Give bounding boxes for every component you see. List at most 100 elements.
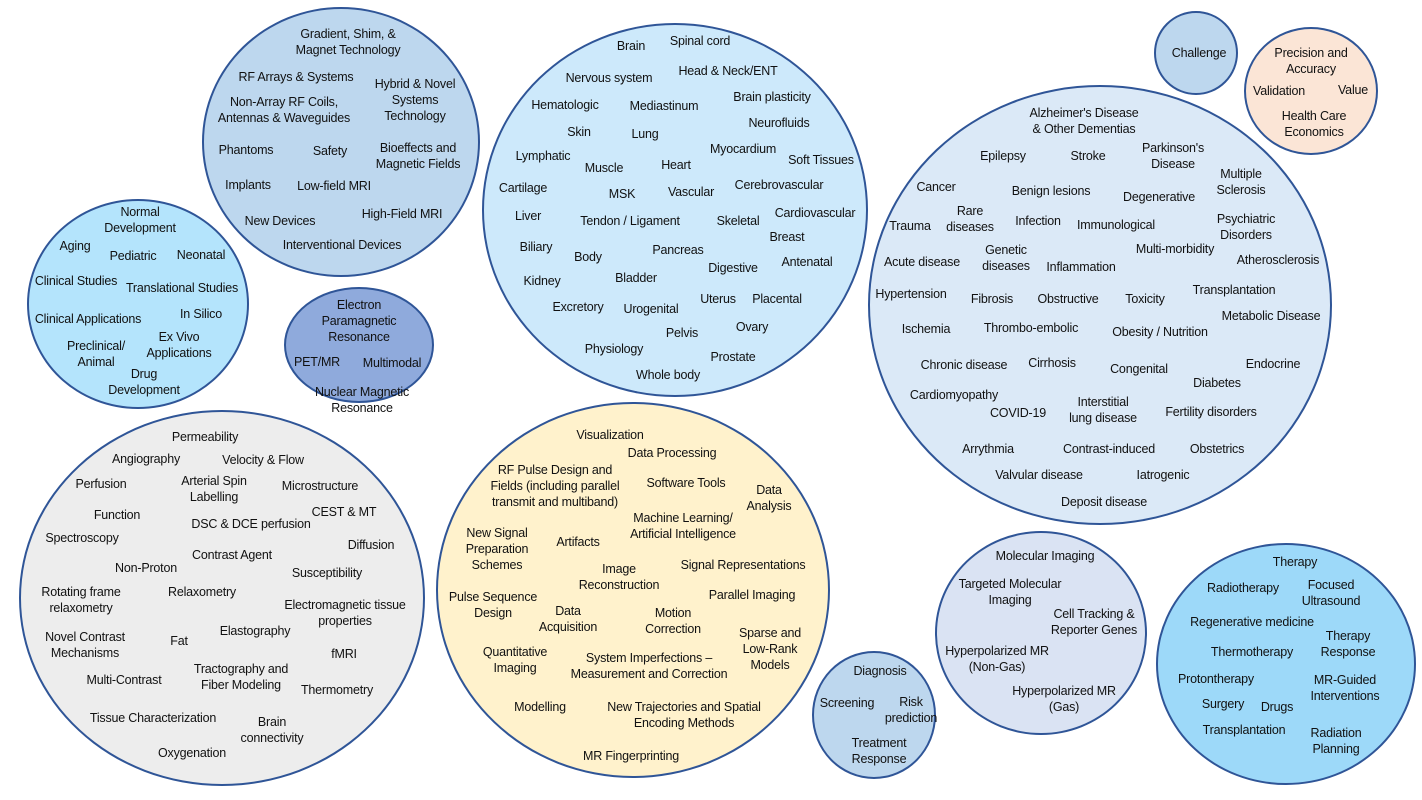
contrast-topic-label: Oxygenation	[158, 746, 226, 760]
anatomy-topic-label: Brain	[616, 39, 646, 53]
therapy-topic-label: Protontherapy	[1178, 672, 1254, 686]
methods-topic-label: Pulse Sequence Design	[448, 590, 538, 620]
diagnosis-topic-label: Risk prediction	[884, 695, 938, 725]
disease-topic-label: Multi-morbidity	[1135, 242, 1215, 256]
methods-topic-label: Quantitative Imaging	[482, 645, 548, 675]
anatomy-topic-label: Excretory	[552, 300, 604, 314]
bubble-anatomy	[482, 23, 868, 397]
contrast-topic-label: Permeability	[171, 430, 239, 444]
disease-topic-label: Obesity / Nutrition	[1112, 325, 1208, 339]
bubble-disease	[868, 85, 1332, 525]
disease-topic-label: Inflammation	[1046, 260, 1116, 274]
methods-topic-label: Software Tools	[646, 476, 726, 490]
disease-topic-label: Multiple Sclerosis	[1216, 167, 1266, 197]
anatomy-topic-label: Body	[574, 250, 602, 264]
disease-topic-label: Obstructive	[1037, 292, 1099, 306]
anatomy-topic-label: Biliary	[519, 240, 553, 254]
bubble-challenge	[1154, 11, 1238, 95]
population-topic-label: Clinical Applications	[34, 312, 142, 326]
hardware-topic-label: Safety	[312, 144, 348, 158]
population-topic-label: Aging	[59, 239, 91, 253]
disease-topic-label: Hypertension	[875, 287, 947, 301]
disease-topic-label: Stroke	[1070, 149, 1106, 163]
contrast-topic-label: Brain connectivity	[240, 715, 304, 745]
hardware-topic-label: Gradient, Shim, & Magnet Technology	[295, 27, 401, 57]
anatomy-topic-label: Cardiovascular	[774, 206, 856, 220]
therapy-topic-label: Radiotherapy	[1207, 581, 1279, 595]
methods-topic-label: Data Acquisition	[538, 604, 598, 634]
disease-topic-label: Rare diseases	[946, 204, 994, 234]
anatomy-topic-label: Hematologic	[531, 98, 599, 112]
anatomy-topic-label: Heart	[661, 158, 691, 172]
contrast-topic-label: Electromagnetic tissue properties	[284, 598, 406, 628]
anatomy-topic-label: Soft Tissues	[788, 153, 854, 167]
contrast-topic-label: Thermometry	[300, 683, 374, 697]
hardware-topic-label: Bioeffects and Magnetic Fields	[375, 141, 461, 171]
bubble-contrast	[19, 410, 425, 786]
other-modalities-topic-label: PET/MR	[293, 355, 341, 369]
anatomy-topic-label: Pelvis	[665, 326, 699, 340]
methods-topic-label: Image Reconstruction	[578, 562, 660, 592]
population-topic-label: Drug Development	[108, 367, 180, 397]
therapy-topic-label: Thermotherapy	[1210, 645, 1294, 659]
hardware-topic-label: Hybrid & Novel Systems Technology	[374, 77, 456, 123]
disease-topic-label: COVID-19	[989, 406, 1047, 420]
anatomy-topic-label: Cerebrovascular	[734, 178, 824, 192]
methods-topic-label: System Imperfections – Measurement and C…	[570, 651, 728, 681]
molecular-topic-label: Cell Tracking & Reporter Genes	[1050, 607, 1138, 637]
bubble-methods	[436, 402, 830, 778]
methods-topic-label: RF Pulse Design and Fields (including pa…	[490, 463, 620, 509]
contrast-topic-label: Arterial Spin Labelling	[181, 474, 247, 504]
anatomy-topic-label: Antenatal	[781, 255, 833, 269]
methods-topic-label: Artifacts	[556, 535, 600, 549]
therapy-topic-label: Drugs	[1260, 700, 1294, 714]
anatomy-topic-label: Head & Neck/ENT	[678, 64, 778, 78]
disease-topic-label: Degenerative	[1123, 190, 1195, 204]
methods-topic-label: Sparse and Low-Rank Models	[739, 626, 801, 672]
disease-topic-label: Acute disease	[884, 255, 960, 269]
challenge-topic-label: Challenge	[1171, 46, 1227, 60]
anatomy-topic-label: Tendon / Ligament	[580, 214, 680, 228]
disease-topic-label: Obstetrics	[1189, 442, 1245, 456]
hardware-topic-label: RF Arrays & Systems	[238, 70, 354, 84]
anatomy-topic-label: Spinal cord	[669, 34, 731, 48]
other-modalities-topic-label: Nuclear Magnetic Resonance	[314, 385, 410, 415]
disease-topic-label: Atherosclerosis	[1236, 253, 1320, 267]
anatomy-topic-label: Ovary	[735, 320, 769, 334]
disease-topic-label: Iatrogenic	[1136, 468, 1190, 482]
disease-topic-label: Immunological	[1077, 218, 1155, 232]
disease-topic-label: Metabolic Disease	[1221, 309, 1321, 323]
diagnosis-topic-label: Screening	[819, 696, 875, 710]
hardware-topic-label: Low-field MRI	[297, 179, 371, 193]
anatomy-topic-label: Brain plasticity	[733, 90, 811, 104]
disease-topic-label: Cirrhosis	[1028, 356, 1076, 370]
hardware-topic-label: Non-Array RF Coils, Antennas & Waveguide…	[217, 95, 351, 125]
contrast-topic-label: Microstructure	[281, 479, 359, 493]
bubble-precision	[1244, 27, 1378, 155]
anatomy-topic-label: Liver	[514, 209, 542, 223]
contrast-topic-label: Susceptibility	[291, 566, 363, 580]
bubble-diagnosis	[812, 651, 936, 779]
anatomy-topic-label: Nervous system	[565, 71, 653, 85]
disease-topic-label: Contrast-induced	[1063, 442, 1155, 456]
methods-topic-label: Modelling	[514, 700, 566, 714]
hardware-topic-label: Phantoms	[218, 143, 274, 157]
hardware-topic-label: Interventional Devices	[282, 238, 402, 252]
contrast-topic-label: CEST & MT	[311, 505, 377, 519]
disease-topic-label: Genetic diseases	[982, 243, 1030, 273]
anatomy-topic-label: Kidney	[523, 274, 561, 288]
therapy-topic-label: Radiation Planning	[1310, 726, 1362, 756]
disease-topic-label: Valvular disease	[995, 468, 1083, 482]
anatomy-topic-label: Muscle	[584, 161, 624, 175]
methods-topic-label: MR Fingerprinting	[583, 749, 679, 763]
anatomy-topic-label: Pancreas	[652, 243, 704, 257]
contrast-topic-label: Velocity & Flow	[222, 453, 304, 467]
population-topic-label: Normal Development	[104, 205, 176, 235]
disease-topic-label: Epilepsy	[980, 149, 1026, 163]
anatomy-topic-label: Cartilage	[498, 181, 548, 195]
molecular-topic-label: Molecular Imaging	[995, 549, 1095, 563]
contrast-topic-label: Relaxometry	[168, 585, 236, 599]
contrast-topic-label: Multi-Contrast	[86, 673, 162, 687]
anatomy-topic-label: Mediastinum	[629, 99, 699, 113]
anatomy-topic-label: MSK	[608, 187, 636, 201]
